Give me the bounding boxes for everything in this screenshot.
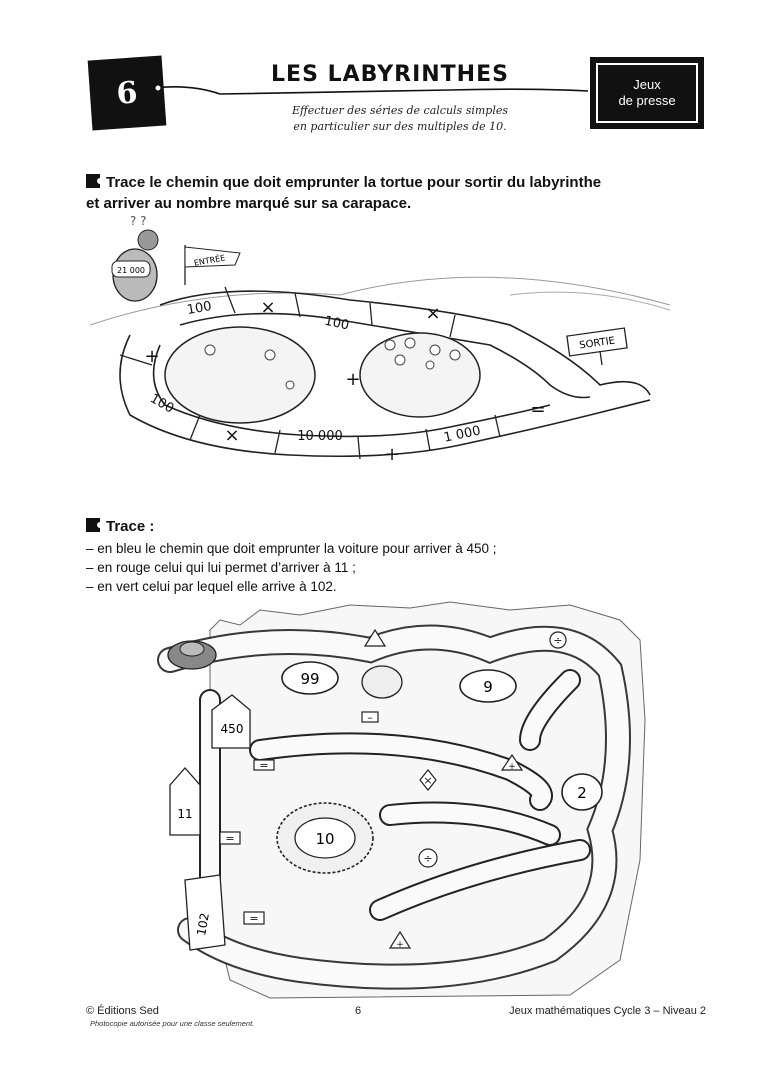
cell-label: +: [144, 346, 159, 367]
exercise2-title: Trace :: [106, 518, 155, 535]
sign-equals: =: [225, 832, 234, 845]
cell-label: 100: [186, 299, 213, 318]
house-450: 450: [221, 722, 244, 736]
instruction1-line2: et arriver au nombre marqué sur sa carap…: [86, 195, 412, 212]
list-item: – en vert celui par lequel elle arrive à…: [86, 579, 337, 594]
sign-divide: ÷: [423, 852, 432, 865]
cell-label: =: [530, 399, 545, 420]
turtle-figure: 21 000 ? ?: [111, 215, 159, 302]
car-maze-illustration: 99 9 2 10 450 11 102 ÷ – = + × = ÷ = +: [157, 601, 646, 999]
page-number: 6: [355, 1005, 362, 1017]
cell-label: +: [345, 369, 360, 390]
bullet-icon: [86, 518, 103, 532]
round-99: 99: [300, 670, 319, 688]
tower-102: 102: [194, 912, 212, 937]
book-title: Jeux mathématiques Cycle 3 – Niveau 2: [509, 1005, 706, 1017]
round-9: 9: [483, 678, 493, 696]
header-string-line: [154, 84, 589, 95]
exercise2-heading: Trace :: [86, 516, 154, 537]
sign-plus: +: [396, 940, 404, 950]
exercise2-list: – en bleu le chemin que doit emprunter l…: [86, 539, 706, 596]
sign-equals: =: [259, 759, 268, 772]
sign-equals: =: [249, 912, 258, 925]
list-item: – en rouge celui qui lui permet d’arrive…: [86, 560, 356, 575]
exercise-number: 6: [115, 74, 139, 112]
turtle-labyrinth-illustration: 21 000 ? ? ENTRÉE SORTIE 100 × 100 × + +…: [90, 215, 670, 465]
car-figure: [167, 640, 217, 670]
round-10: 10: [315, 830, 334, 848]
sign-plus: +: [508, 762, 516, 772]
sign-minus: –: [367, 711, 373, 724]
turtle-shell-number: 21 000: [117, 266, 145, 275]
svg-text:? ?: ? ?: [130, 215, 147, 228]
sign-divide: ÷: [553, 634, 562, 647]
list-item: – en bleu le chemin que doit emprunter l…: [86, 541, 497, 556]
objective-line1: Effectuer des séries de calculs simples: [291, 104, 509, 117]
cell-label: ×: [224, 425, 239, 446]
category-tag: Jeux de presse: [590, 57, 704, 129]
sign-times: ×: [423, 774, 432, 787]
tower-11: 11: [177, 807, 192, 821]
bullet-icon: [86, 174, 103, 188]
objective-line2: en particulier sur des multiples de 10.: [293, 120, 507, 133]
cell-label: 100: [323, 314, 350, 334]
cell-label: ×: [425, 303, 440, 324]
category-line1: Jeux: [633, 77, 661, 92]
cell-label: ×: [260, 297, 275, 318]
page-title: LES LABYRINTHES: [271, 62, 509, 87]
exercise1-instruction: Trace le chemin que doit emprunter la to…: [86, 172, 726, 214]
copyright: © Éditions Sed: [86, 1005, 159, 1017]
instruction1-line1: Trace le chemin que doit emprunter la to…: [106, 174, 602, 191]
objective-text: Effectuer des séries de calculs simples …: [255, 103, 545, 135]
cell-label: +: [384, 444, 399, 465]
cell-label: 10 000: [297, 429, 343, 444]
exit-label: SORTIE: [579, 336, 616, 352]
category-line2: de presse: [618, 93, 676, 108]
photocopy-notice: Photocopie autorisée pour une classe seu…: [90, 1019, 255, 1028]
round-2: 2: [577, 784, 587, 802]
